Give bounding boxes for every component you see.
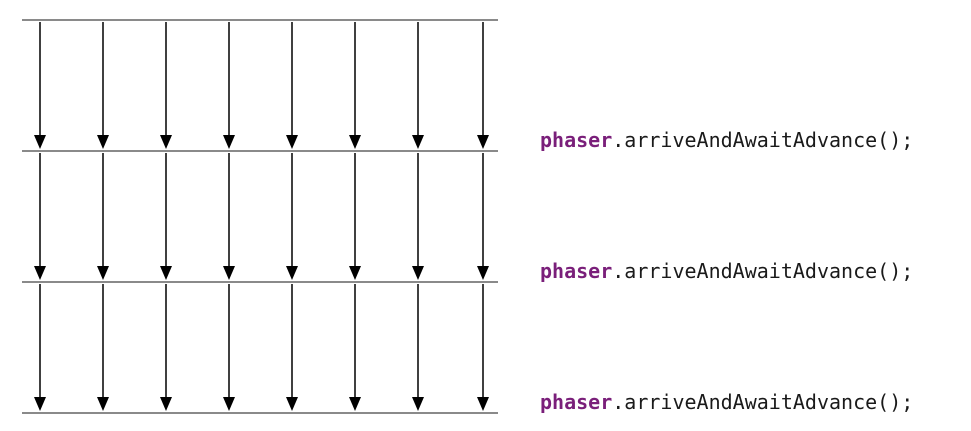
thread-arrow bbox=[34, 22, 46, 149]
arrow-head bbox=[286, 266, 298, 280]
thread-arrow bbox=[349, 153, 361, 280]
thread-arrow bbox=[286, 284, 298, 411]
arrow-head bbox=[477, 266, 489, 280]
arrow-head bbox=[412, 135, 424, 149]
thread-arrow bbox=[412, 284, 424, 411]
thread-arrow bbox=[477, 284, 489, 411]
arrow-head bbox=[349, 135, 361, 149]
arrow-head bbox=[412, 397, 424, 411]
thread-arrow bbox=[286, 22, 298, 149]
thread-arrow bbox=[223, 284, 235, 411]
thread-arrow bbox=[160, 284, 172, 411]
code-variable: phaser bbox=[540, 390, 613, 414]
arrow-head bbox=[160, 397, 172, 411]
thread-arrow bbox=[286, 153, 298, 280]
code-method-call: .arriveAndAwaitAdvance(); bbox=[612, 259, 914, 283]
code-method-call: .arriveAndAwaitAdvance(); bbox=[612, 128, 914, 152]
arrow-head bbox=[160, 266, 172, 280]
thread-arrow bbox=[97, 284, 109, 411]
arrow-head bbox=[223, 266, 235, 280]
arrow-head bbox=[160, 135, 172, 149]
thread-arrow bbox=[223, 153, 235, 280]
thread-arrows bbox=[34, 22, 489, 411]
thread-arrow bbox=[34, 153, 46, 280]
code-line-3: phaser.arriveAndAwaitAdvance(); bbox=[540, 390, 913, 414]
thread-arrow bbox=[97, 153, 109, 280]
thread-arrow bbox=[477, 22, 489, 149]
thread-arrow bbox=[477, 153, 489, 280]
arrow-head bbox=[97, 135, 109, 149]
arrow-head bbox=[97, 397, 109, 411]
code-line-1: phaser.arriveAndAwaitAdvance(); bbox=[540, 128, 913, 152]
thread-arrow bbox=[223, 22, 235, 149]
arrow-head bbox=[477, 135, 489, 149]
code-variable: phaser bbox=[540, 128, 613, 152]
arrow-head bbox=[349, 397, 361, 411]
arrow-head bbox=[34, 266, 46, 280]
thread-arrow bbox=[412, 22, 424, 149]
code-variable: phaser bbox=[540, 259, 613, 283]
thread-arrow bbox=[34, 284, 46, 411]
code-line-2: phaser.arriveAndAwaitAdvance(); bbox=[540, 259, 913, 283]
thread-arrow bbox=[160, 22, 172, 149]
barrier-lines bbox=[22, 19, 498, 414]
arrow-head bbox=[286, 397, 298, 411]
arrow-head bbox=[97, 266, 109, 280]
code-method-call: .arriveAndAwaitAdvance(); bbox=[612, 390, 914, 414]
arrow-head bbox=[223, 397, 235, 411]
arrow-head bbox=[34, 135, 46, 149]
arrow-head bbox=[223, 135, 235, 149]
thread-arrow bbox=[160, 153, 172, 280]
thread-arrow bbox=[412, 153, 424, 280]
arrow-head bbox=[477, 397, 489, 411]
thread-arrow bbox=[349, 22, 361, 149]
arrow-head bbox=[34, 397, 46, 411]
thread-arrow bbox=[97, 22, 109, 149]
thread-arrow bbox=[349, 284, 361, 411]
arrow-head bbox=[349, 266, 361, 280]
arrow-head bbox=[412, 266, 424, 280]
arrow-head bbox=[286, 135, 298, 149]
